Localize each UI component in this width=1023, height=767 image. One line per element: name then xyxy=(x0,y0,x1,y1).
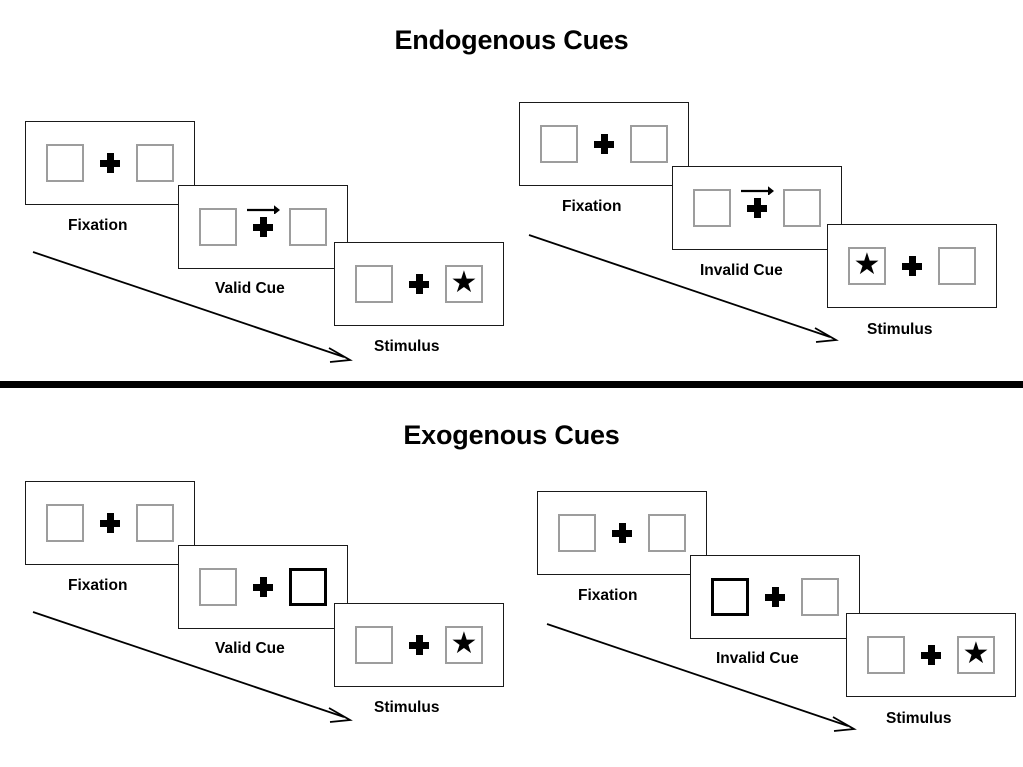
panel-cue xyxy=(178,545,348,629)
star-icon: ★ xyxy=(450,627,478,660)
section-title-endogenous: Endogenous Cues xyxy=(0,25,1023,56)
panel-label-cue: Invalid Cue xyxy=(700,262,783,279)
panel-label-fixation: Fixation xyxy=(562,198,622,215)
panel-content xyxy=(693,186,821,227)
panel-content xyxy=(540,125,668,163)
left-box-cued xyxy=(711,578,749,616)
panel-stimulus: ★ xyxy=(334,242,504,326)
fixation-plus-icon xyxy=(765,587,785,607)
left-box xyxy=(199,208,237,246)
fixation-plus-icon xyxy=(902,256,922,276)
section-title-exogenous: Exogenous Cues xyxy=(0,420,1023,451)
timeline-arrow xyxy=(528,234,839,343)
panel-content xyxy=(199,568,327,606)
right-box xyxy=(783,189,821,227)
panel-fixation xyxy=(537,491,707,575)
fixation-plus-icon xyxy=(100,153,120,173)
right-box: ★ xyxy=(957,636,995,674)
cue-right-arrow-icon xyxy=(741,186,774,195)
section-title-endogenous-text: Endogenous Cues xyxy=(394,25,629,55)
cue-right-arrow-icon xyxy=(247,205,280,214)
left-box xyxy=(355,626,393,664)
left-box xyxy=(355,265,393,303)
left-box xyxy=(693,189,731,227)
panel-label-cue: Valid Cue xyxy=(215,640,285,657)
right-box xyxy=(648,514,686,552)
panel-content: ★ xyxy=(355,265,483,303)
panel-label-stimulus: Stimulus xyxy=(374,338,440,355)
panel-label-fixation: Fixation xyxy=(578,587,638,604)
fixation-plus-icon xyxy=(594,134,614,154)
panel-cue xyxy=(672,166,842,250)
left-box xyxy=(46,504,84,542)
fixation-plus-icon xyxy=(247,205,280,237)
right-box xyxy=(938,247,976,285)
panel-content xyxy=(46,504,174,542)
left-box: ★ xyxy=(848,247,886,285)
star-icon: ★ xyxy=(962,637,990,670)
panel-label-fixation: Fixation xyxy=(68,217,128,234)
section-title-exogenous-text: Exogenous Cues xyxy=(403,420,620,450)
right-box xyxy=(289,208,327,246)
timeline-arrow xyxy=(546,623,857,732)
fixation-plus-icon xyxy=(741,186,774,218)
right-box xyxy=(801,578,839,616)
right-box: ★ xyxy=(445,265,483,303)
left-box xyxy=(867,636,905,674)
fixation-plus-icon xyxy=(921,645,941,665)
panel-content xyxy=(711,578,839,616)
panel-label-stimulus: Stimulus xyxy=(886,710,952,727)
panel-label-cue: Invalid Cue xyxy=(716,650,799,667)
right-box xyxy=(630,125,668,163)
left-box xyxy=(46,144,84,182)
panel-label-stimulus: Stimulus xyxy=(374,699,440,716)
panel-fixation xyxy=(25,481,195,565)
timeline-arrow xyxy=(32,251,353,363)
panel-content: ★ xyxy=(355,626,483,664)
panel-label-stimulus: Stimulus xyxy=(867,321,933,338)
panel-label-fixation: Fixation xyxy=(68,577,128,594)
left-box xyxy=(540,125,578,163)
fixation-plus-icon xyxy=(612,523,632,543)
panel-stimulus: ★ xyxy=(334,603,504,687)
panel-fixation xyxy=(25,121,195,205)
section-endogenous: Endogenous Cues Fixation xyxy=(0,25,1023,388)
timeline-arrow xyxy=(32,611,353,723)
panel-content xyxy=(199,205,327,246)
panel-stimulus: ★ xyxy=(827,224,997,308)
panel-label-cue: Valid Cue xyxy=(215,280,285,297)
right-box: ★ xyxy=(445,626,483,664)
panel-content: ★ xyxy=(867,636,995,674)
panel-content xyxy=(46,144,174,182)
panel-content xyxy=(558,514,686,552)
panel-content: ★ xyxy=(848,247,976,285)
right-box xyxy=(136,504,174,542)
panel-cue xyxy=(690,555,860,639)
right-box-cued xyxy=(289,568,327,606)
section-exogenous: Exogenous Cues Fixation Valid Cue ★ xyxy=(0,392,1023,767)
panel-cue xyxy=(178,185,348,269)
fixation-plus-icon xyxy=(409,635,429,655)
left-box xyxy=(558,514,596,552)
panel-fixation xyxy=(519,102,689,186)
star-icon: ★ xyxy=(853,248,881,281)
right-box xyxy=(136,144,174,182)
panel-stimulus: ★ xyxy=(846,613,1016,697)
left-box xyxy=(199,568,237,606)
fixation-plus-icon xyxy=(253,577,273,597)
fixation-plus-icon xyxy=(100,513,120,533)
fixation-plus-icon xyxy=(409,274,429,294)
section-divider xyxy=(0,381,1023,388)
star-icon: ★ xyxy=(450,266,478,299)
